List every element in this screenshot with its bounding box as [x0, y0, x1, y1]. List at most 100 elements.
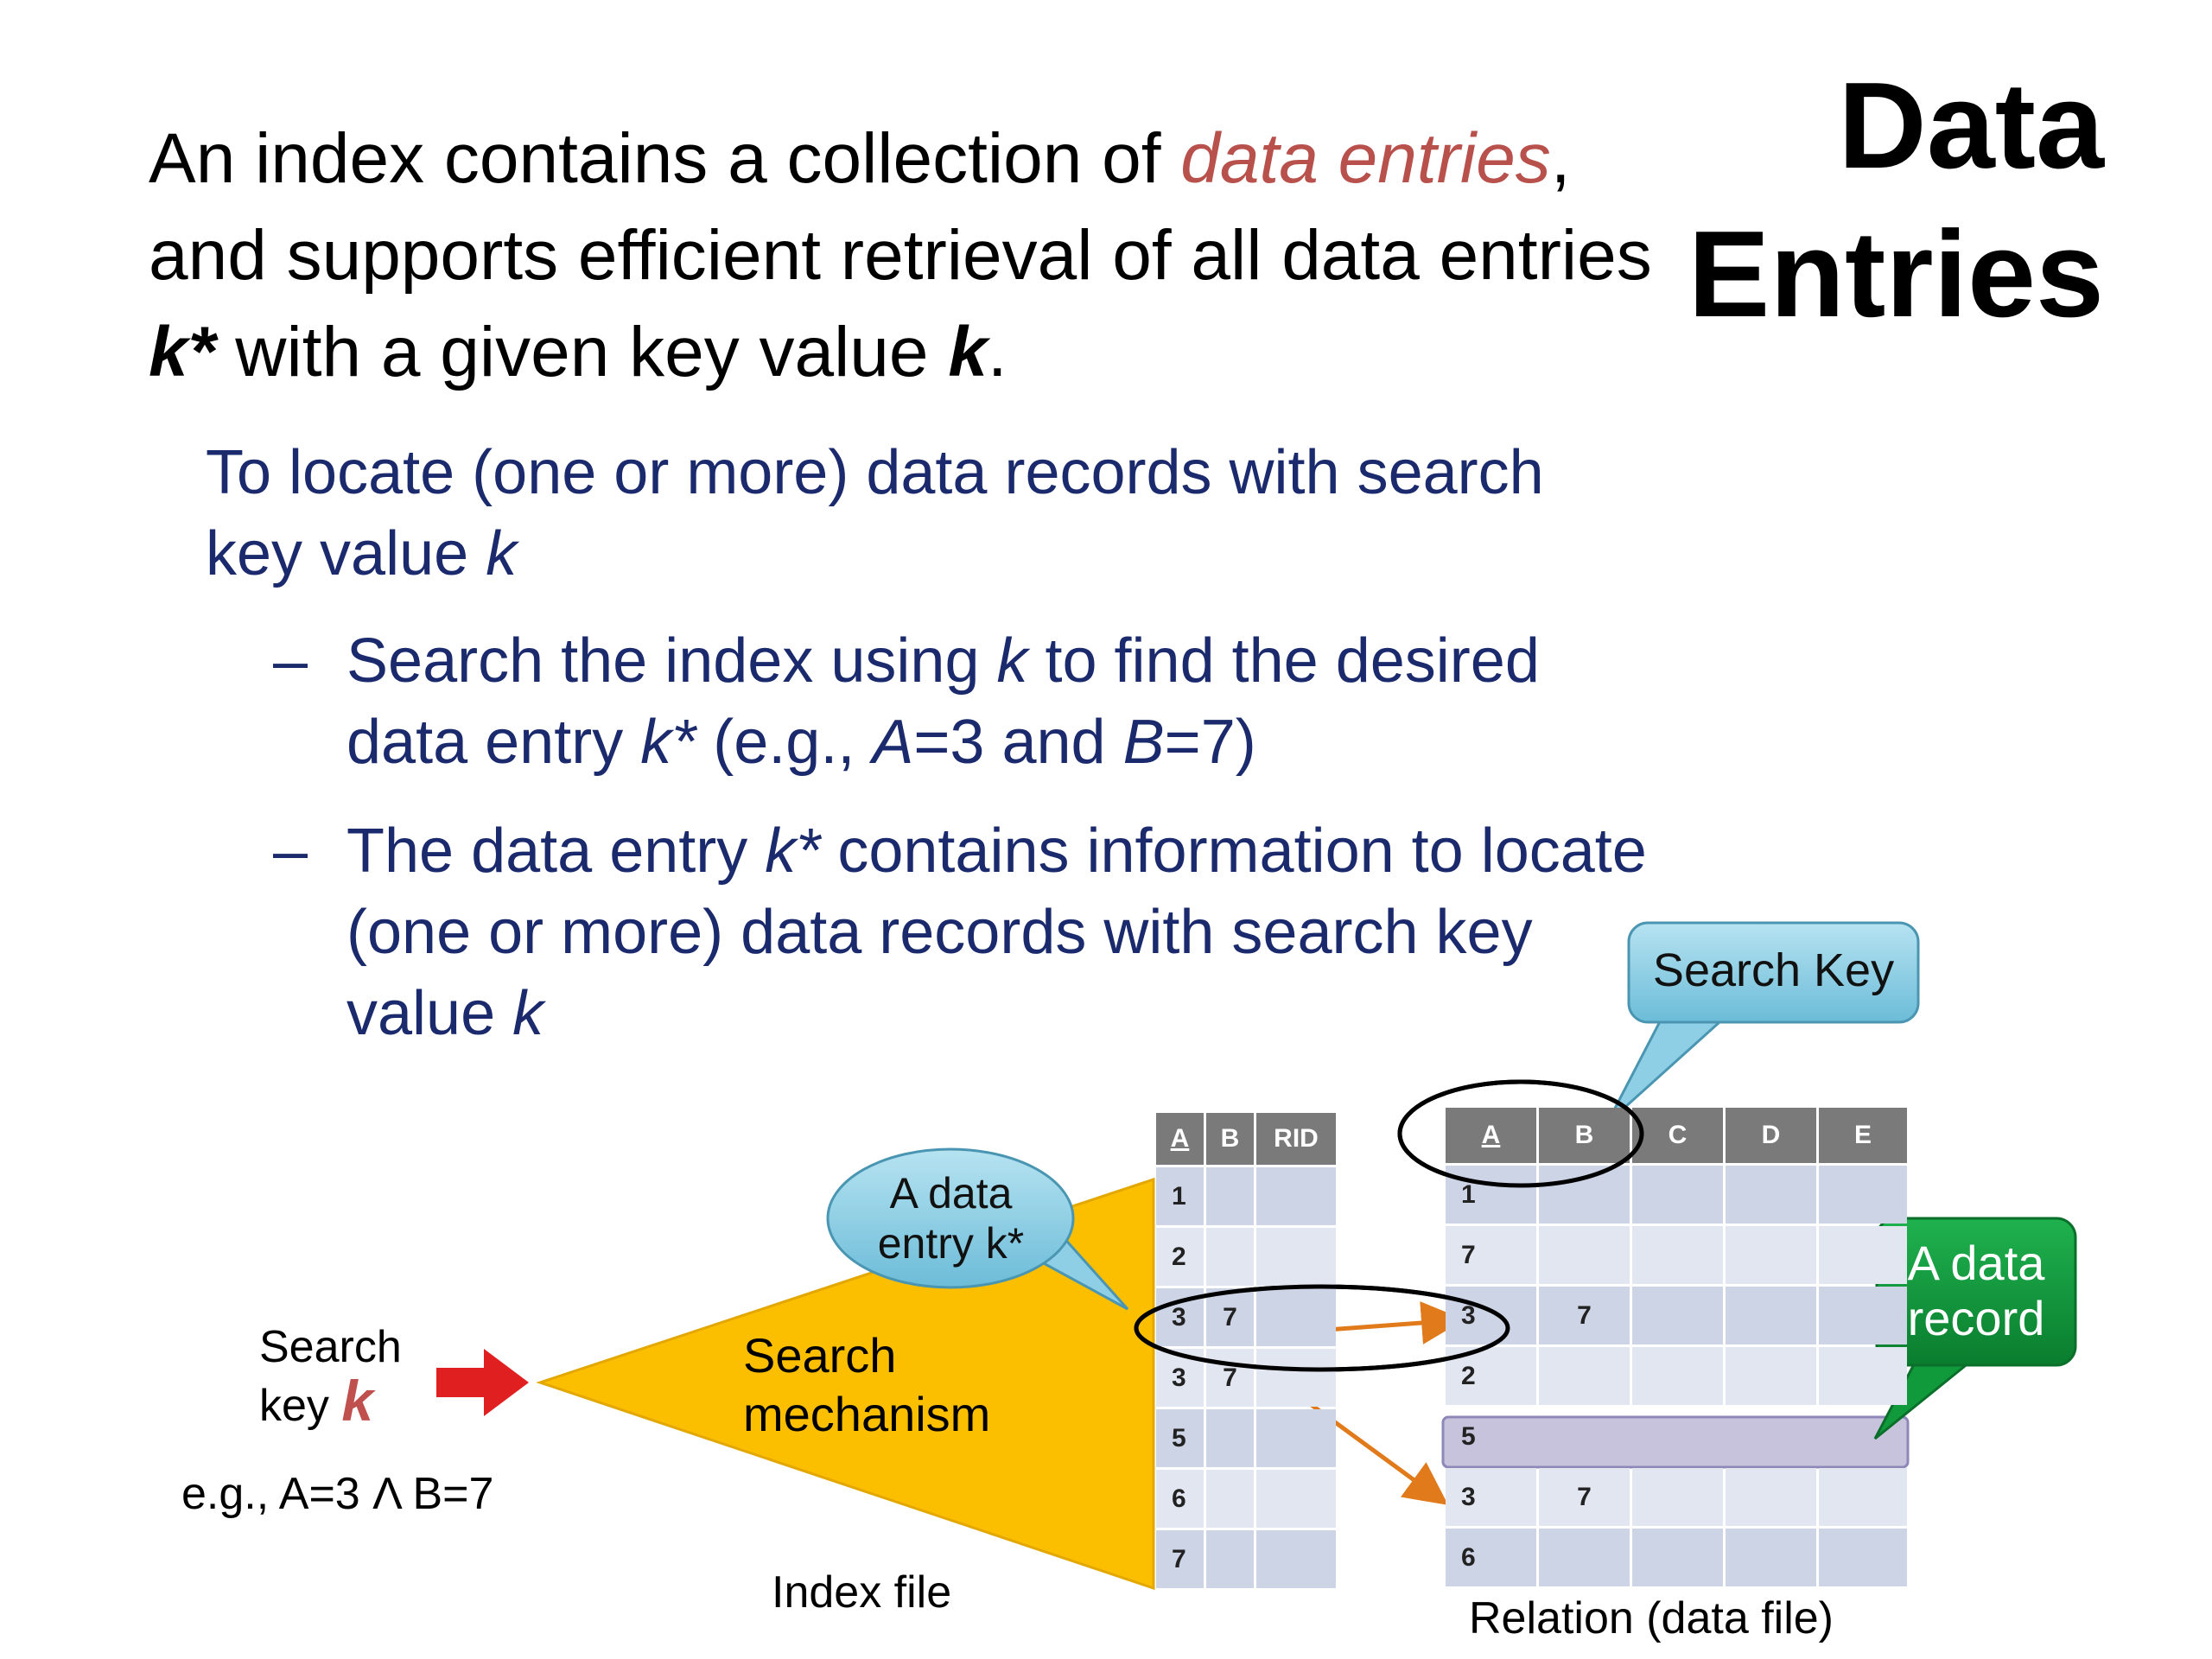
- index-row-3-col-3: [1256, 1288, 1336, 1346]
- relation-header-c: C: [1632, 1108, 1723, 1163]
- index-row-7-col-2: [1206, 1530, 1254, 1588]
- relation-row-6-col-2: 7: [1539, 1468, 1630, 1526]
- callout-entry-line-2: entry k*: [877, 1219, 1025, 1268]
- intro-part-2: , and supports efficient retrieval of al…: [149, 119, 1652, 295]
- callout-entry-line-1: A data: [889, 1169, 1013, 1217]
- search-key-label: Search key k: [259, 1320, 402, 1433]
- callout-record-text: A data record: [1877, 1236, 2075, 1346]
- sb1-a: Search the index using: [346, 626, 997, 696]
- callout-entry-bubble: [826, 1147, 1075, 1289]
- index-row-6-col-3: [1256, 1470, 1336, 1528]
- sb1-d: =3 and: [913, 708, 1123, 777]
- sub-bullet-2-dash: –: [273, 817, 308, 886]
- sb1-B: B: [1122, 708, 1165, 777]
- sb2-b: contains information to locate (one or m…: [346, 817, 1647, 1048]
- sub-bullet-1-dash: –: [273, 626, 308, 696]
- sb1-k: k: [996, 626, 1028, 696]
- relation-row-1-col-5: [1819, 1166, 1907, 1224]
- sb2-a: The data entry: [346, 817, 766, 886]
- bullet-main-text: To locate (one or more) data records wit…: [206, 438, 1544, 588]
- relation-row-5-col-3: [1632, 1408, 1723, 1465]
- index-row-1-col-1: 1: [1156, 1167, 1204, 1225]
- relation-row-3-col-2: 7: [1539, 1287, 1630, 1344]
- relation-row-1-col-4: [1726, 1166, 1816, 1224]
- relation-row-2-col-4: [1726, 1226, 1816, 1284]
- index-row-4-col-3: [1256, 1349, 1336, 1407]
- relation-row-4-col-5: [1819, 1347, 1907, 1405]
- sb1-c: (e.g.,: [696, 708, 873, 777]
- relation-row-6-col-1: 3: [1446, 1468, 1536, 1526]
- relation-row-1-col-3: [1632, 1166, 1723, 1224]
- index-row-3-col-2: 7: [1206, 1288, 1254, 1346]
- sb1-b: to find the desired data entry: [346, 626, 1540, 777]
- callout-search-key-text: Search Key: [1652, 944, 1895, 996]
- relation-row-7-col-1: 6: [1446, 1529, 1536, 1586]
- index-row-2-col-1: 2: [1156, 1228, 1204, 1286]
- index-row-7-col-3: [1256, 1530, 1336, 1588]
- sb2-k: k: [512, 979, 544, 1048]
- relation-row-2-col-1: 7: [1446, 1226, 1536, 1284]
- callout-search-key-bubble: [1627, 921, 1920, 1024]
- index-row-4-col-1: 3: [1156, 1349, 1204, 1407]
- index-row-1-col-2: [1206, 1167, 1254, 1225]
- title-line-2: Entries: [1688, 206, 2104, 343]
- relation-row-5-col-2: [1539, 1408, 1630, 1465]
- relation-row-5-col-4: [1726, 1408, 1816, 1465]
- index-row-1-col-3: [1256, 1167, 1336, 1225]
- relation-row-2-col-3: [1632, 1226, 1723, 1284]
- relation-row-1-col-2: [1539, 1166, 1630, 1224]
- intro-part-4: .: [987, 313, 1007, 391]
- index-row-3-col-1: 3: [1156, 1288, 1204, 1346]
- sb1-kstar: k*: [640, 708, 696, 777]
- title-line-1: Data: [1838, 57, 2104, 194]
- relation-row-4-col-2: [1539, 1347, 1630, 1405]
- relation-row-7-col-3: [1632, 1529, 1723, 1586]
- callout-record-line-2: record: [1907, 1291, 2045, 1345]
- relation-label: Relation (data file): [1469, 1593, 1834, 1643]
- relation-highlight-row: [1441, 1415, 1910, 1469]
- index-row-5-col-3: [1256, 1409, 1336, 1467]
- search-example: e.g., A=3 Λ B=7: [181, 1469, 494, 1519]
- search-key-label-line-1: Search: [259, 1322, 402, 1372]
- index-header-rid: RID: [1256, 1113, 1336, 1165]
- relation-header-a: A: [1446, 1108, 1536, 1163]
- index-row-2-col-2: [1206, 1228, 1254, 1286]
- relation-row-3-col-3: [1632, 1287, 1723, 1344]
- callout-record-line-1: A data: [1907, 1236, 2045, 1290]
- index-file-label: Index file: [772, 1567, 952, 1618]
- sub-bullet-2-text: The data entry k* contains information t…: [346, 810, 1660, 1054]
- relation-row-4-col-4: [1726, 1347, 1816, 1405]
- relation-row-6-col-5: [1819, 1468, 1907, 1526]
- relation-row-5-col-5: [1819, 1408, 1907, 1465]
- search-arrow-icon: [436, 1349, 529, 1416]
- relation-row-3-col-4: [1726, 1287, 1816, 1344]
- index-header-a: A: [1156, 1113, 1204, 1165]
- relation-row-3-col-5: [1819, 1287, 1907, 1344]
- intro-kstar: k*: [149, 313, 216, 391]
- sub-bullet-1-text: Search the index using k to find the des…: [346, 620, 1660, 783]
- search-mechanism-line-2: mechanism: [743, 1387, 991, 1441]
- sb1-A: A: [872, 708, 914, 777]
- search-mechanism-line-1: Search: [743, 1328, 897, 1382]
- relation-header-e: E: [1819, 1108, 1907, 1163]
- relation-row-7-col-4: [1726, 1529, 1816, 1586]
- index-row-5-col-1: 5: [1156, 1409, 1204, 1467]
- relation-row-4-col-1: 2: [1446, 1347, 1536, 1405]
- index-row-2-col-3: [1256, 1228, 1336, 1286]
- slide-title: Data Entries: [1688, 52, 2104, 349]
- search-key-k: k: [341, 1369, 374, 1433]
- intro-part-3: with a given key value: [215, 313, 949, 391]
- index-row-6-col-2: [1206, 1470, 1254, 1528]
- intro-emphasis: data entries: [1180, 119, 1551, 198]
- index-header-b: B: [1206, 1113, 1254, 1165]
- relation-row-3-col-1: 3: [1446, 1287, 1536, 1344]
- sub-bullet-1: – Search the index using k to find the d…: [273, 620, 1656, 785]
- sb2-kstar: k*: [765, 817, 821, 886]
- search-mechanism-label: Search mechanism: [743, 1326, 990, 1444]
- relation-row-1-col-1: 1: [1446, 1166, 1536, 1224]
- relation-row-4-col-3: [1632, 1347, 1723, 1405]
- relation-row-7-col-2: [1539, 1529, 1630, 1586]
- callout-entry-text: A data entry k*: [828, 1168, 1074, 1268]
- relation-row-6-col-3: [1632, 1468, 1723, 1526]
